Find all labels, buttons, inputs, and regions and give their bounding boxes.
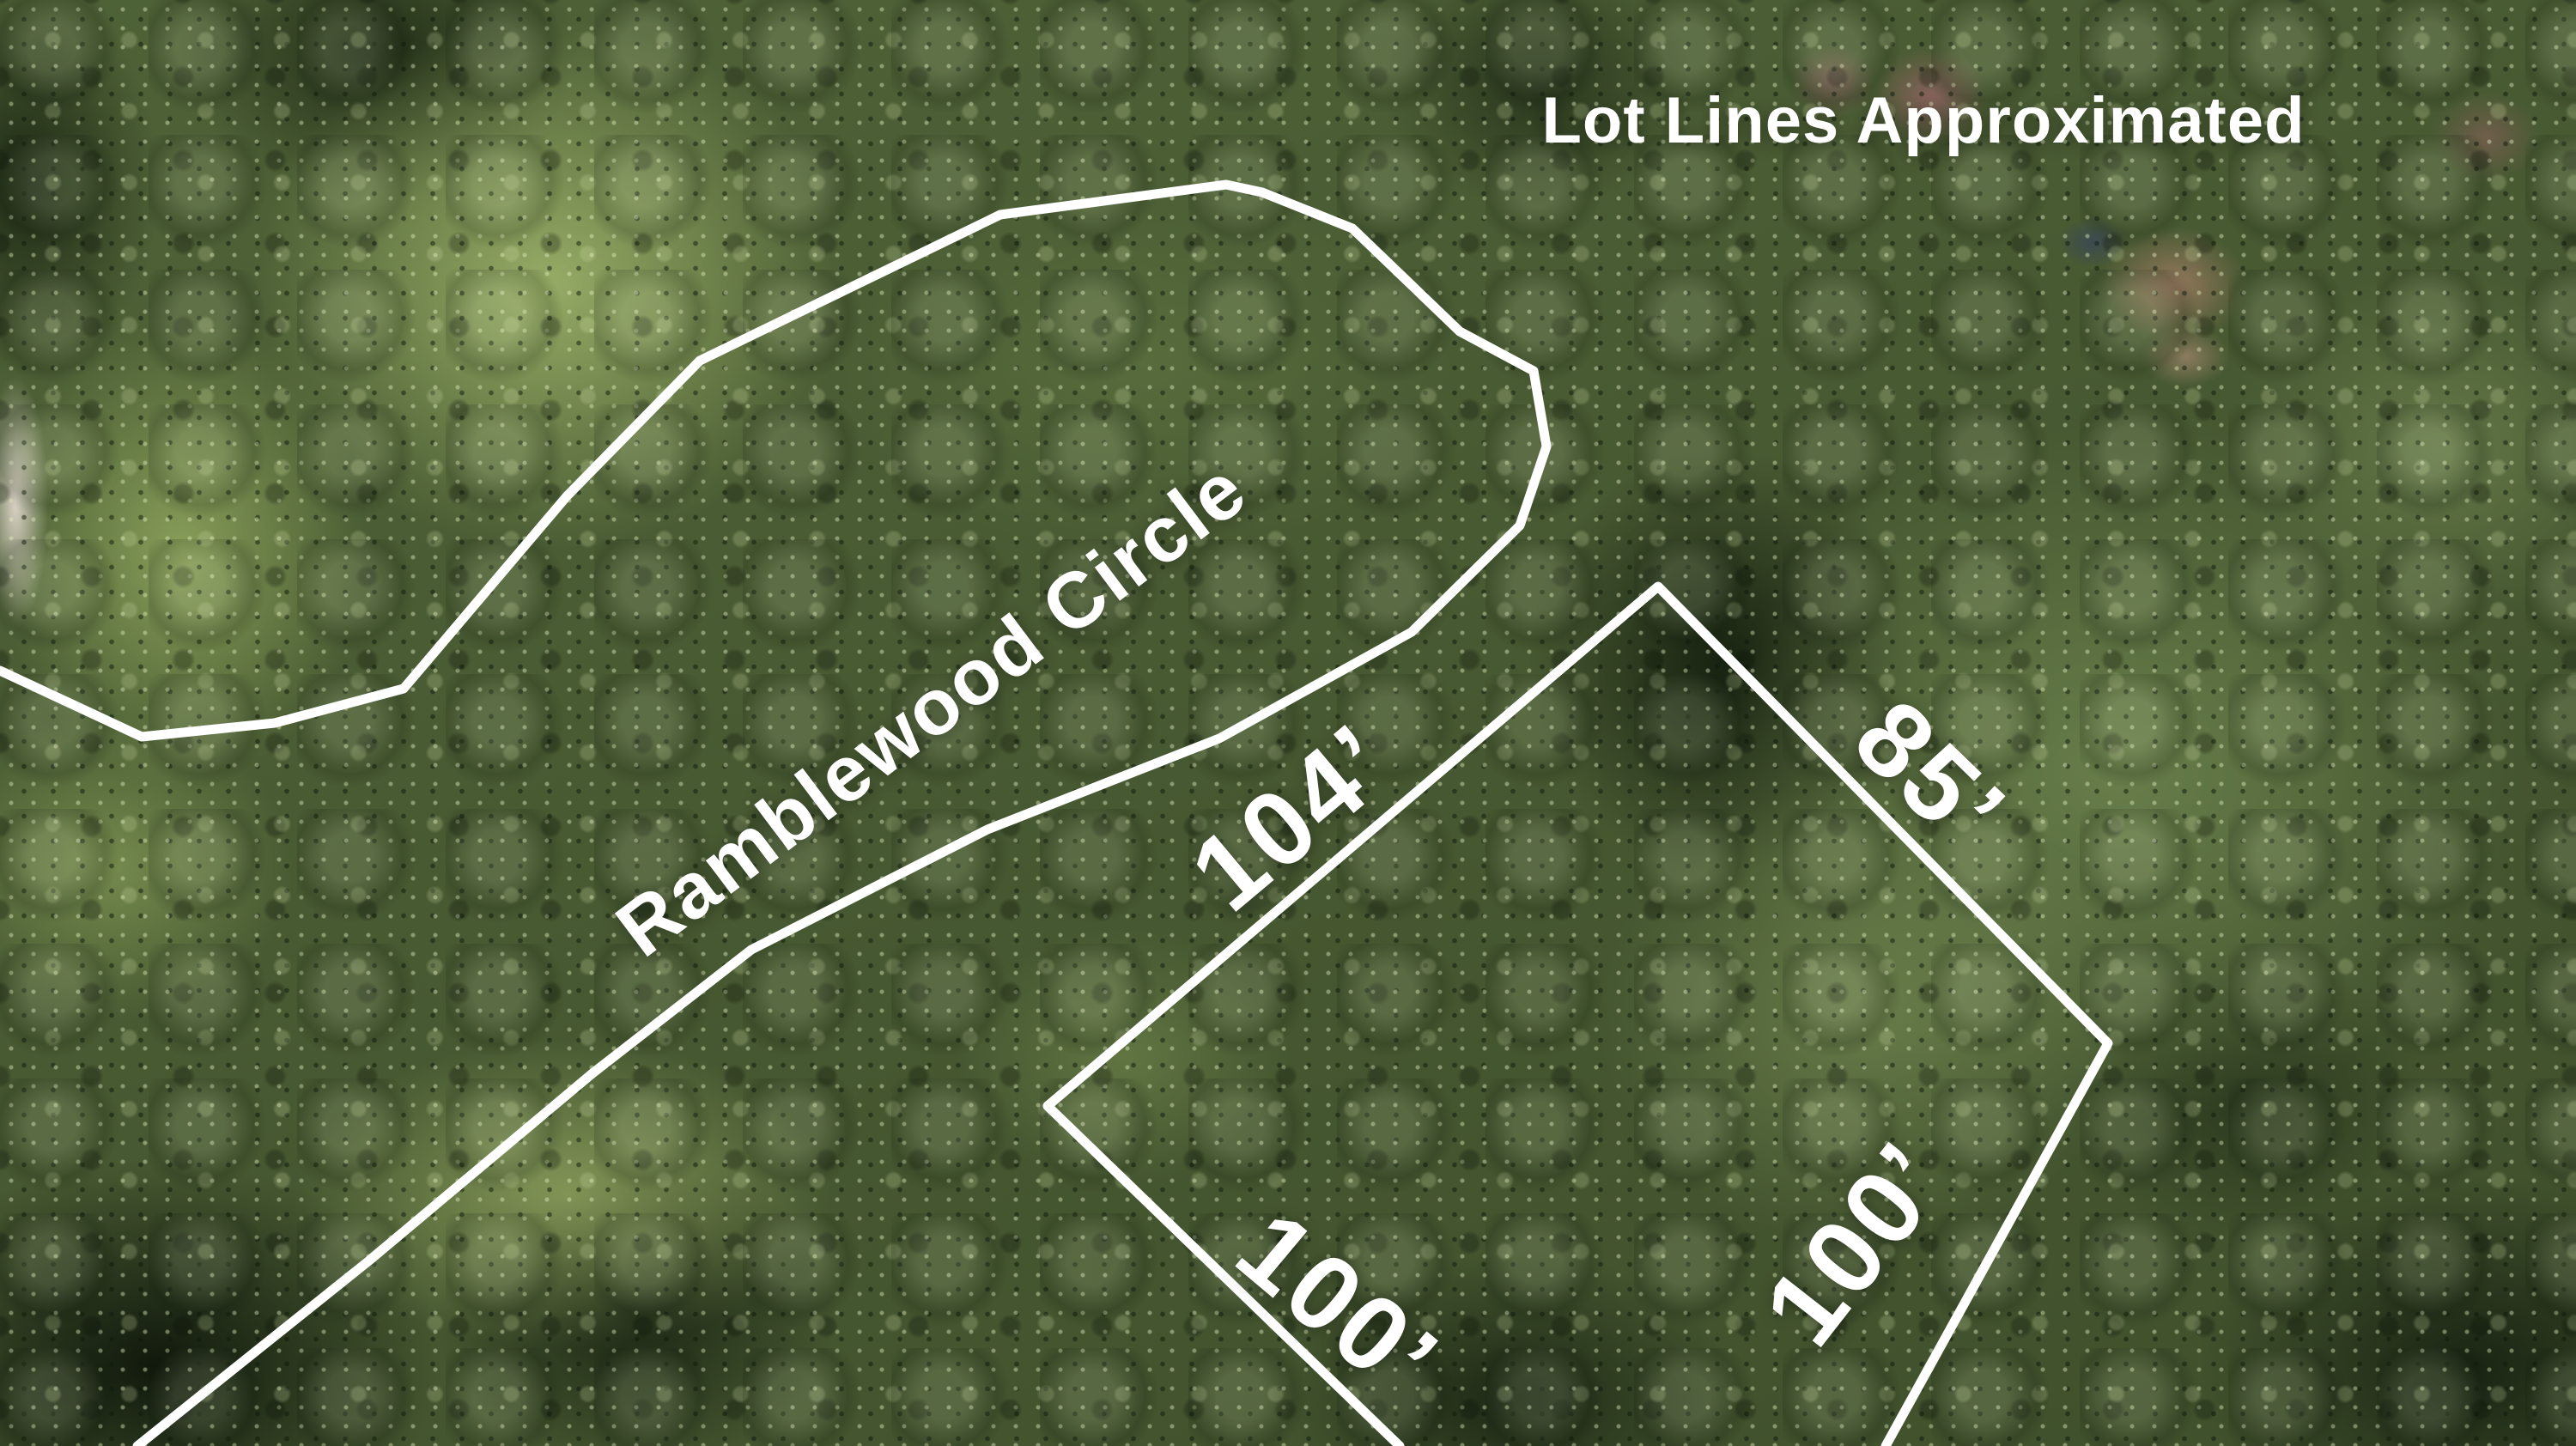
lot-boundary-line [1042, 581, 2113, 1446]
road-right-of-way-line [0, 179, 1552, 1446]
lot-lines-disclaimer: Lot Lines Approximated [1541, 84, 2306, 157]
